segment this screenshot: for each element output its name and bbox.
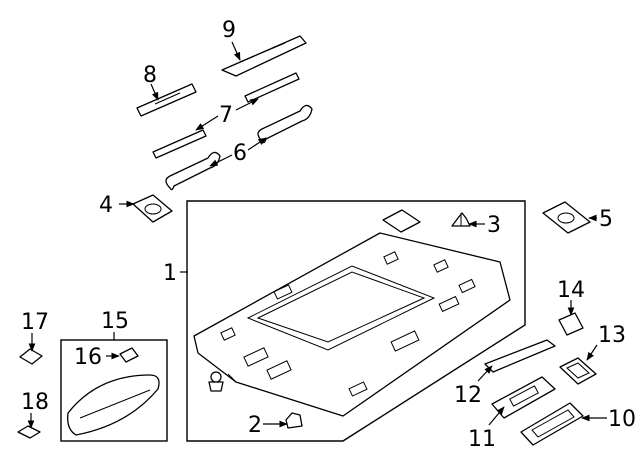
callout-17: 17 <box>21 310 49 335</box>
part8-bracket <box>136 83 197 117</box>
callout-16: 16 <box>74 345 102 370</box>
part7-strip-lower <box>152 129 207 159</box>
callout-12: 12 <box>454 383 482 408</box>
leader-8 <box>150 83 159 101</box>
callout-4: 4 <box>99 193 113 218</box>
callout-13: 13 <box>598 323 626 348</box>
callout-2: 2 <box>248 413 262 438</box>
part5-bracket <box>542 201 591 234</box>
part10-lens <box>520 402 584 446</box>
callout-10: 10 <box>608 407 636 432</box>
headliner-clip-part2 <box>285 412 303 429</box>
leader-11 <box>488 406 505 426</box>
leader-6b <box>209 154 233 167</box>
headliner-fastener <box>208 371 224 392</box>
callout-8: 8 <box>143 63 157 88</box>
leader-9 <box>231 41 241 61</box>
part11-console <box>491 376 556 419</box>
part14-bracket <box>558 312 584 336</box>
callout-1: 1 <box>163 261 177 286</box>
headliner-panel <box>193 232 511 417</box>
part7-strip-upper <box>244 72 300 103</box>
part4-bracket <box>132 194 173 223</box>
part16-clip <box>119 347 139 363</box>
leader-7b <box>195 115 219 131</box>
headliner-group-box <box>186 200 526 442</box>
leader-12 <box>477 365 493 382</box>
callout-18: 18 <box>21 390 49 415</box>
callout-5: 5 <box>599 207 613 232</box>
part18-clip <box>17 425 41 439</box>
part6-handle-upper <box>257 104 313 144</box>
callout-15: 15 <box>101 309 129 334</box>
leader-7a <box>235 98 259 111</box>
headliner-pad <box>382 209 421 233</box>
callout-3: 3 <box>487 213 501 238</box>
part15-sunvisor <box>67 374 160 436</box>
leader-13 <box>586 344 598 361</box>
callout-9: 9 <box>222 18 236 43</box>
part17-clip <box>19 348 43 365</box>
callout-14: 14 <box>557 278 585 303</box>
leader-6a <box>247 137 267 151</box>
callout-6: 6 <box>233 141 247 166</box>
callout-7: 7 <box>219 103 233 128</box>
part12-bracket <box>484 339 556 373</box>
part6-handle-lower <box>165 151 221 191</box>
callout-11: 11 <box>468 427 496 452</box>
part13-lamp <box>559 357 597 385</box>
headliner-clip-part3 <box>451 212 471 227</box>
